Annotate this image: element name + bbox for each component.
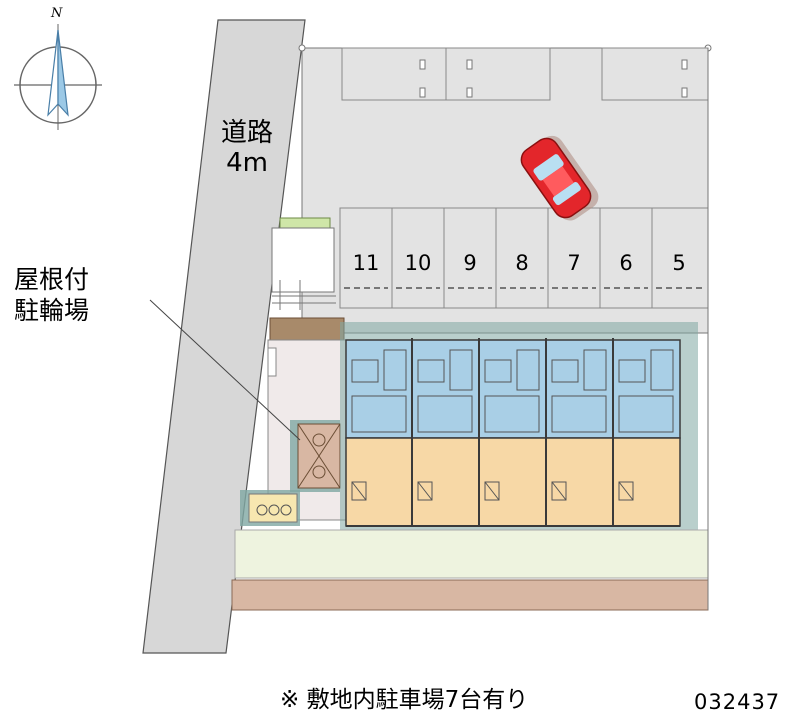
green-strip [234, 529, 709, 579]
slot-number: 6 [619, 251, 632, 275]
compass-icon [14, 24, 102, 130]
compass-north-label: N [51, 6, 63, 21]
road-label-line2: 4m [226, 148, 268, 178]
bicycle-icon [290, 420, 341, 492]
slot-number: 9 [463, 251, 476, 275]
slot-number: 8 [515, 251, 528, 275]
property-code: 032437 [694, 690, 781, 714]
bike-parking-label-line2: 駐輪場 [14, 296, 90, 325]
parking-note: ※ 敷地内駐車場7台有り [280, 687, 529, 713]
road [142, 19, 306, 654]
car-icon [520, 135, 599, 221]
road-label-line1: 道路 [220, 118, 273, 148]
boundary-strip [231, 579, 709, 611]
bike-parking-label: 屋根付 駐輪場 [14, 264, 89, 326]
slot-number: 7 [567, 251, 580, 275]
bike-parking-label-line1: 屋根付 [14, 265, 90, 294]
apartment-building [345, 338, 681, 527]
slot-number: 11 [353, 251, 380, 275]
planter-icon [240, 490, 300, 526]
slot-number: 5 [672, 251, 685, 275]
slot-number: 10 [405, 251, 432, 275]
road-label: 道路 4m [212, 118, 282, 178]
